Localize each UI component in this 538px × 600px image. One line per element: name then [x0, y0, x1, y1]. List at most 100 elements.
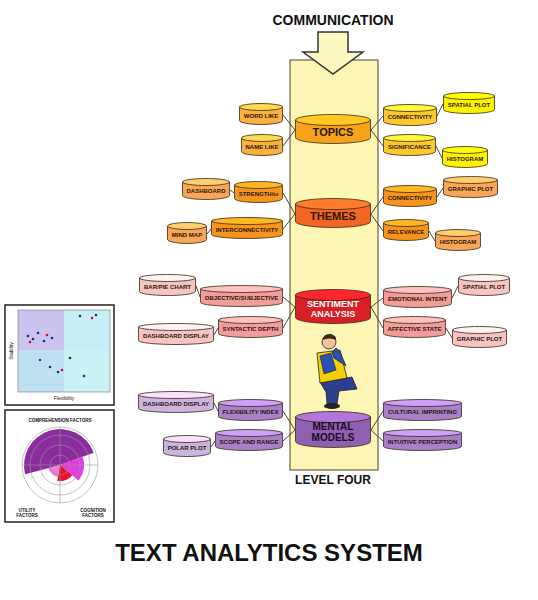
cylinder-top — [444, 177, 498, 184]
branch-connector — [283, 130, 295, 146]
cylinder-top — [296, 115, 371, 126]
scatter-plot-inset — [5, 305, 114, 405]
cylinder-label: MENTAL MODELS — [295, 422, 371, 443]
cylinder-label: INTERCONNECTIVITY — [216, 227, 279, 233]
branch-connector — [371, 197, 383, 214]
cylinder-label: NAME LIKE — [246, 144, 279, 150]
polar-grid — [22, 427, 98, 503]
branch-cylinder: RELEVANCE — [383, 219, 429, 241]
branch-cylinder: INTERCONNECTIVITY — [211, 217, 283, 239]
cylinder-label: INTUITIVE PERCEPTION — [388, 439, 458, 445]
cylinder-top — [384, 135, 436, 142]
branch-cylinder: AFFECTIVE STATE — [383, 316, 446, 338]
branch-cylinder: BAR/PIE CHART — [139, 274, 196, 296]
quadrant — [18, 350, 64, 392]
branch-connector — [437, 188, 443, 197]
axis-label: Stability — [9, 342, 14, 360]
branch-cylinder: CONNECTIVITY — [383, 104, 437, 126]
down-arrow — [303, 32, 363, 74]
branch-cylinder: DASHBOARD DISPLAY — [138, 323, 214, 345]
polar-plot-inset — [5, 410, 114, 522]
figure-torso — [317, 350, 347, 383]
branch-connector — [214, 328, 218, 335]
polar-chart — [22, 427, 98, 503]
cylinder-top — [384, 220, 429, 227]
plot-area — [18, 310, 110, 392]
cylinder-label: CULTURAL IMPRINTING — [388, 409, 457, 415]
level-column — [290, 60, 378, 470]
figure-shoe — [324, 403, 340, 409]
cylinder-top — [384, 287, 452, 294]
core-cylinder: TOPICS — [295, 114, 371, 144]
branch-connector — [371, 130, 383, 146]
branch-cylinder: HISTOGRAM — [435, 229, 481, 251]
branch-cylinder: INTUITIVE PERCEPTION — [383, 429, 462, 451]
branch-connector — [283, 411, 295, 430]
quadrant — [64, 310, 110, 350]
cylinder-top — [235, 182, 283, 189]
figure-hair — [322, 334, 336, 340]
cylinder-label: CONNECTIVITY — [388, 195, 433, 201]
branch-connector — [452, 286, 458, 298]
branch-cylinder: STRENGTH/ω — [234, 181, 283, 203]
quadrant — [64, 350, 110, 392]
cylinder-label: HISTOGRAM — [440, 239, 477, 245]
inset-frame — [5, 410, 114, 522]
branch-connector — [371, 116, 383, 130]
cylinder-label: HISTOGRAM — [447, 156, 484, 162]
cylinder-top — [384, 430, 462, 437]
cylinder-top — [436, 230, 481, 237]
branch-cylinder: DASHBOARD DISPLAY — [138, 391, 214, 413]
cylinder-label: POLAR PLOT — [168, 445, 207, 451]
branch-connector — [283, 115, 295, 130]
cylinder-top — [296, 199, 371, 210]
cylinder-top — [384, 105, 437, 112]
cylinder-top — [183, 179, 230, 186]
branch-cylinder: CONNECTIVITY — [383, 185, 437, 207]
cylinder-top — [164, 436, 211, 443]
cylinder-label: DASHBOARD — [187, 188, 226, 194]
cylinder-label: THEMES — [295, 211, 371, 223]
branch-connector — [371, 214, 383, 231]
branch-connector — [214, 403, 218, 411]
branch-cylinder: POLAR PLOT — [163, 435, 211, 457]
cylinder-label: WORD LIKE — [244, 113, 278, 119]
cylinder-top — [168, 223, 207, 230]
core-cylinder: SENTIMENT ANALYSIS — [295, 289, 371, 324]
chart-label: UTILITY FACTORS — [10, 509, 44, 518]
branch-connector — [371, 411, 383, 430]
branch-connector — [436, 146, 442, 158]
cylinder-top — [296, 411, 371, 422]
cylinder-label: SIGNIFICANCE — [388, 144, 431, 150]
cylinder-label: SCOPE AND RANGE — [220, 439, 279, 445]
branch-cylinder: FLEXIBILITY INDEX — [218, 399, 283, 421]
cylinder-label: DASHBOARD DISPLAY — [143, 333, 209, 339]
chart-label: COMPREHENSION FACTORS — [29, 419, 92, 424]
branch-cylinder: WORD LIKE — [239, 103, 283, 125]
branch-cylinder: GRAPHIC PLOT — [443, 176, 498, 198]
scatter-points — [29, 317, 94, 372]
branch-connector — [230, 190, 234, 193]
cylinder-label: RELEVANCE — [388, 229, 425, 235]
cylinder-top — [212, 218, 283, 225]
branch-cylinder: CULTURAL IMPRINTING — [383, 399, 462, 421]
cylinder-top — [216, 430, 283, 437]
caption: TEXT ANALYTICS SYSTEM — [115, 541, 423, 565]
cylinder-label: SPATIAL PLOT — [463, 284, 505, 290]
branch-connector — [446, 328, 452, 338]
heading-label: COMMUNICATION — [272, 13, 393, 27]
cylinder-label: TOPICS — [295, 127, 371, 139]
cylinder-label: EMOTIONAL INTENT — [388, 296, 447, 302]
cylinder-top — [219, 317, 283, 324]
branch-connector — [283, 214, 295, 229]
branch-connector — [196, 286, 200, 297]
cylinder-label: AFFECTIVE STATE — [388, 326, 442, 332]
cylinder-label: FLEXIBILITY INDEX — [223, 409, 279, 415]
cylinder-label: MIND MAP — [172, 232, 202, 238]
scatter-points — [27, 314, 98, 378]
cylinder-label: GRAPHIC PLOT — [448, 186, 493, 192]
cylinder-label: CONNECTIVITY — [388, 114, 433, 120]
axis-label: Flexibility — [54, 396, 75, 401]
